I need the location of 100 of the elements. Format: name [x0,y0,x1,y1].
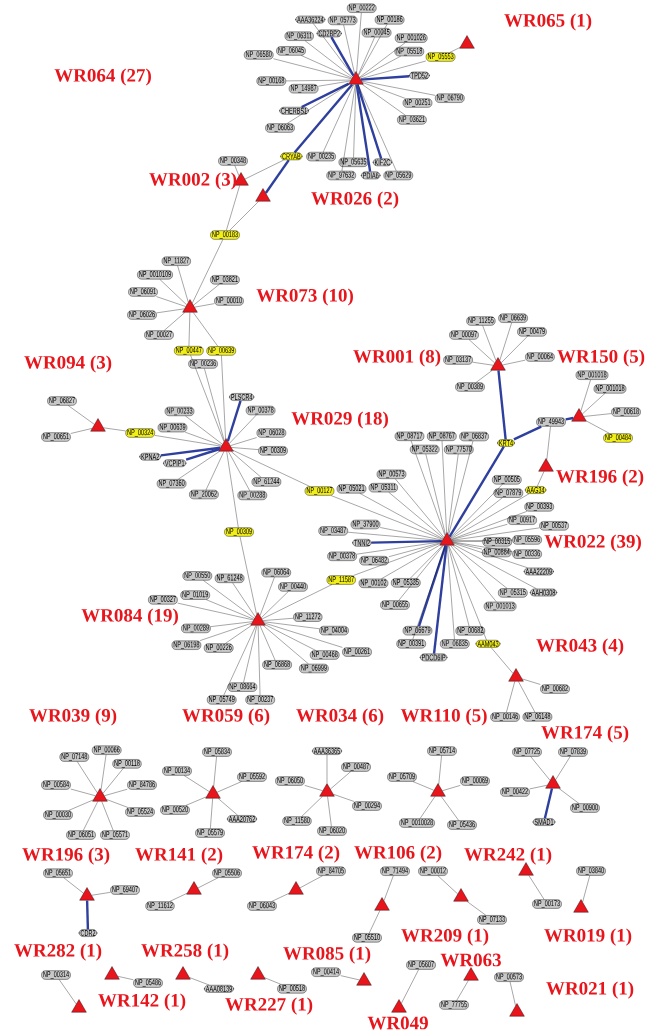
triangle-node [430,783,446,797]
edge-line [401,969,419,1004]
edge-line [156,296,186,307]
cluster-label: WR174 (5) [541,725,629,743]
cluster-label: WR084 (19) [81,608,178,626]
edge-line [330,495,443,540]
edge-line [475,370,493,383]
edge-line [448,545,470,627]
cluster-label: WR034 (6) [296,708,384,726]
edge-line [193,284,220,306]
cluster-label: WR282 (1) [14,943,102,961]
edge-line [412,781,435,791]
edge-line [442,785,461,791]
edge-line [582,875,590,903]
edge-line [452,541,513,552]
edge-line [449,47,460,53]
edge-line [301,796,323,817]
edge-line [412,545,446,640]
edge-line [359,493,444,540]
edge-line [271,893,290,902]
edge-line [68,405,95,425]
edge-line [410,440,446,536]
edge-line [164,312,186,331]
edge-line [223,625,257,696]
edge-line [287,84,350,124]
edge-line [518,681,536,713]
triangle-node [571,408,587,422]
edge-line [83,801,98,831]
edge-line [185,796,207,806]
cluster-label: WR019 (1) [544,928,632,946]
edge-line [398,545,444,601]
triangle-node [545,775,561,789]
triangle-node [439,532,455,546]
cluster-label: WR073 (10) [256,288,353,306]
triangle-node [175,966,191,980]
cluster-label: WR141 (2) [135,847,223,865]
edge-line [583,413,612,417]
edge-line [225,625,252,644]
edge-line [356,12,362,73]
edge-line [70,788,96,796]
edge-line [203,580,255,619]
triangle-node [463,967,479,981]
edge-line [184,432,222,446]
edge-line [197,877,219,889]
edge-line [447,454,459,534]
edge-line [355,84,372,172]
edge-line [257,625,261,696]
edge-line [304,785,323,791]
edge-line [362,82,406,99]
edge-line [451,539,513,542]
edge-line [185,447,221,461]
edge-line [85,900,90,930]
edge-line [178,451,220,480]
edge-line [358,24,388,76]
edge-line [232,450,310,487]
edge-line [264,622,343,648]
edge-line [59,979,77,1005]
triangle-node [79,887,95,901]
edge-line [210,798,213,829]
edge-line [313,23,354,77]
cluster-label: WR150 (5) [557,349,645,367]
edge-line [509,981,516,1006]
edge-line [371,539,442,544]
edge-line [369,910,381,934]
edge-line [213,756,217,787]
edge-line [466,901,486,916]
edge-line [546,426,551,460]
edge-line [265,624,316,651]
edge-line [230,437,257,446]
edge-line [263,625,309,665]
edge-line [543,788,554,819]
edge-line [450,484,503,538]
edge-line [395,478,445,538]
triangle-node [374,897,390,911]
edge-line [468,339,495,364]
edge-line [68,799,94,811]
edge-line [451,527,540,541]
edge-line [359,56,401,79]
edge-line [230,451,262,478]
edge-line [232,582,256,618]
edge-line [221,355,226,439]
edge-line [437,875,458,895]
edge-line [234,165,240,176]
edge-line [450,493,530,539]
edge-line [100,754,107,791]
edge-line [453,542,528,568]
edge-line [356,541,442,555]
cluster-label: WR022 (39) [544,534,641,552]
edge-line [360,75,410,81]
edge-line [456,980,469,1001]
cluster-label: WR110 (5) [400,708,487,726]
edge-line [448,440,474,536]
edge-line [301,55,353,79]
cluster-label: WR063 [440,953,501,967]
edge-line [451,524,508,540]
edge-line [104,789,128,796]
edge-line [205,451,225,491]
edge-line [106,799,128,808]
edge-line [333,794,355,802]
edge-line [264,977,281,985]
